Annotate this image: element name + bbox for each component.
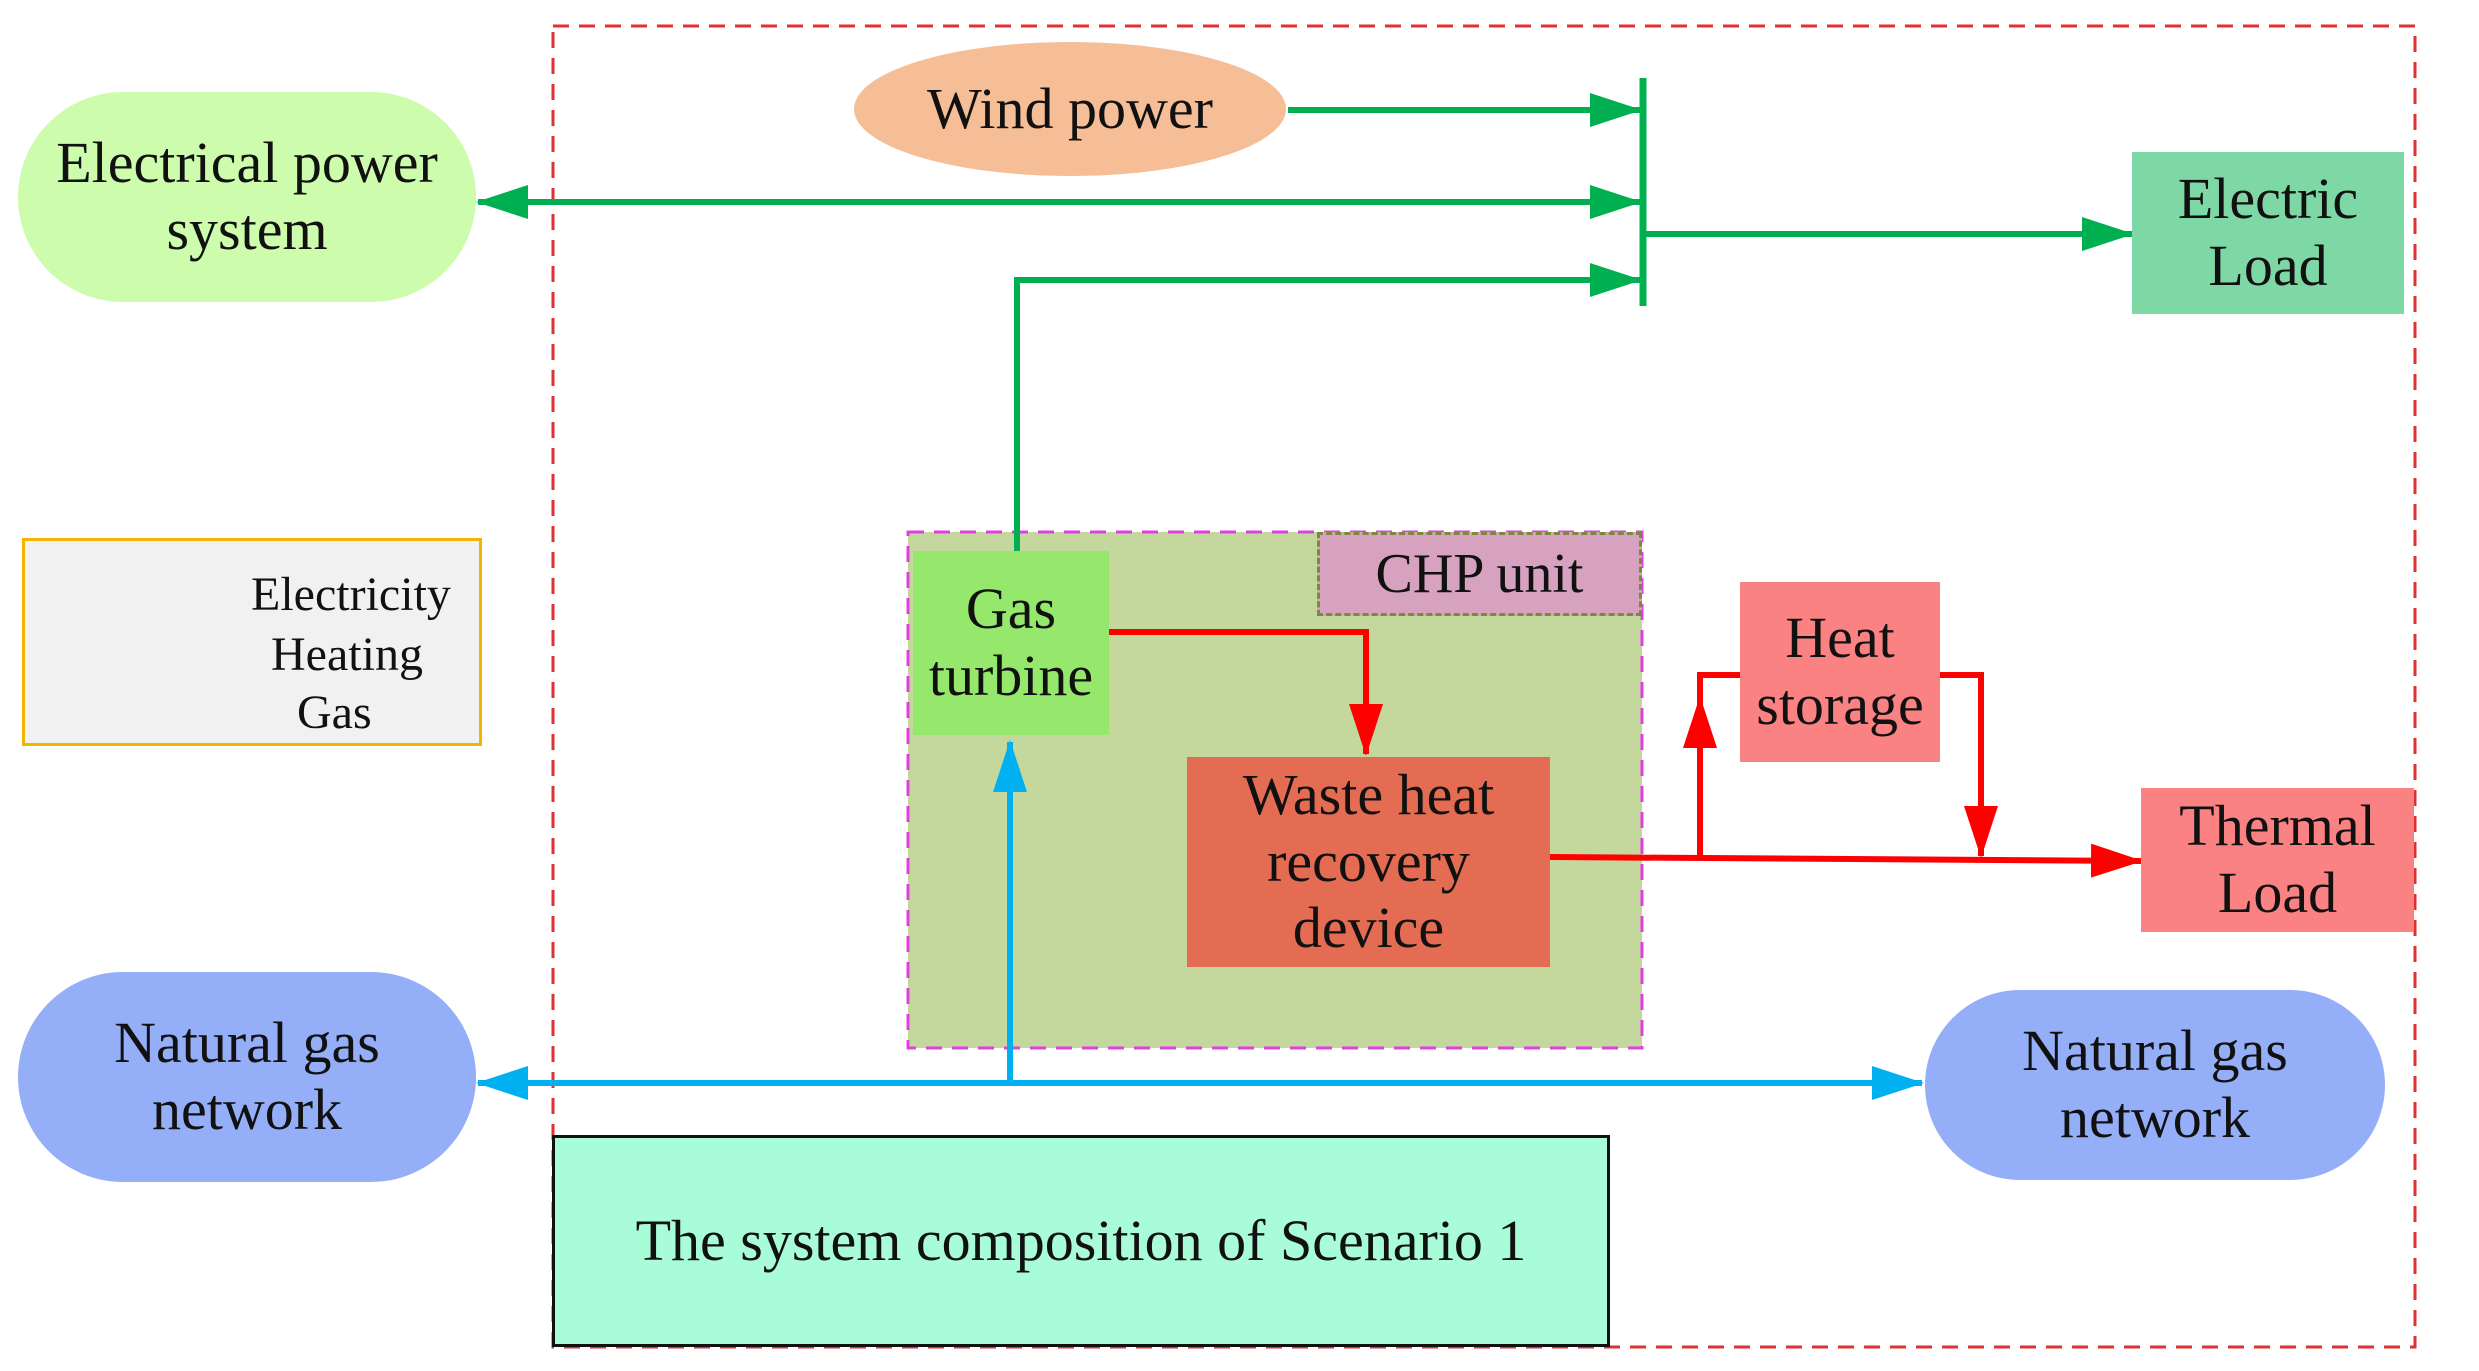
caption-text: The system composition of Scenario 1 [635, 1207, 1527, 1273]
legend-gas-label: Gas [297, 686, 372, 739]
node-label-line: storage [1756, 672, 1924, 737]
node-label: Wind power [927, 75, 1213, 141]
gas-turbine-to-bus-line [1014, 263, 1642, 551]
node-label-line: Electric [2177, 166, 2359, 232]
to-heat-storage-line [1697, 672, 1740, 857]
node-label-line: Load [2217, 860, 2338, 925]
node-label-line: Natural gas [114, 1010, 380, 1076]
gas-turbine-node: Gas turbine [913, 551, 1109, 735]
node-label-line: recovery [1267, 828, 1470, 894]
node-label-line: Heat [1785, 605, 1895, 671]
node-label-line: network [151, 1077, 343, 1142]
waste-heat-recovery-node: Waste heat recovery device [1187, 757, 1550, 967]
chp-unit-label: CHP unit [1317, 532, 1642, 616]
node-label-line: network [2059, 1085, 2251, 1150]
legend-heating-label: Heating [271, 628, 423, 681]
node-label-line: turbine [928, 643, 1094, 708]
heat-storage-node: Heat storage [1740, 582, 1940, 762]
legend: Electricity Heating Gas [22, 538, 482, 746]
heat-storage-to-thermal-line [1940, 672, 1998, 858]
natural-gas-network-left-node: Natural gas network [18, 972, 476, 1182]
scenario-caption: The system composition of Scenario 1 [552, 1135, 1610, 1347]
thermal-load-node: Thermal Load [2141, 788, 2414, 932]
node-label-line: Electrical power [56, 130, 438, 196]
electrical-power-system-node: Electrical power system [18, 92, 476, 302]
node-label-line: Thermal [2179, 793, 2376, 859]
legend-electricity-label: Electricity [251, 568, 451, 621]
node-label-line: Natural gas [2022, 1018, 2288, 1084]
waste-heat-to-thermal-load-line [1549, 843, 2143, 878]
node-label: CHP unit [1375, 542, 1584, 605]
node-label-line: device [1292, 895, 1445, 961]
scenario-boundary [551, 24, 2417, 1349]
gas-turbine-to-waste-heat-line [1108, 629, 1383, 756]
natural-gas-network-right-node: Natural gas network [1925, 990, 2385, 1180]
node-label-line: system [166, 197, 328, 262]
node-label-line: Load [2208, 233, 2328, 298]
wind-power-node: Wind power [854, 42, 1286, 176]
node-label-line: Gas [965, 576, 1057, 642]
electric-load-node: Electric Load [2132, 152, 2404, 314]
node-label-line: Waste heat [1242, 761, 1495, 827]
